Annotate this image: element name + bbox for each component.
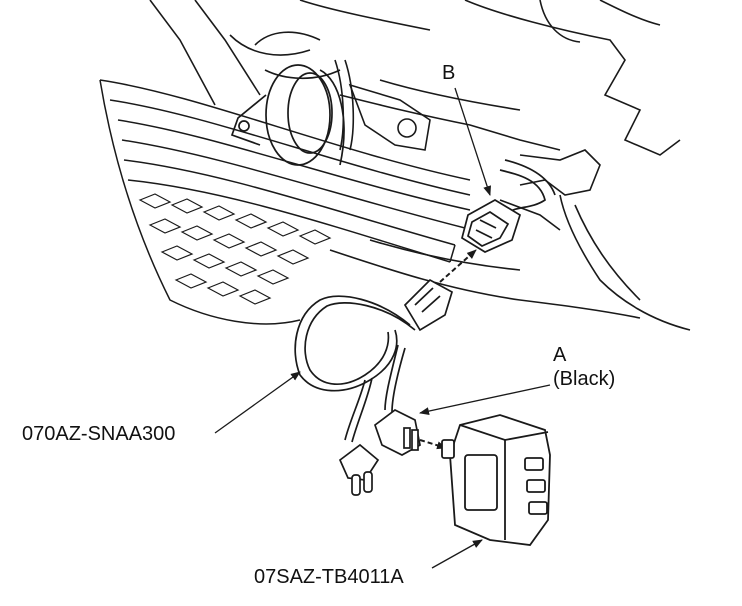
vehicle-body <box>149 0 691 331</box>
harness-plug <box>338 443 380 496</box>
connect-arrow-a <box>419 439 447 450</box>
wire-harness-coil <box>294 295 416 443</box>
label-control-unit-part-number: 07SAZ-TB4011A <box>254 566 404 588</box>
front-grille <box>99 79 471 325</box>
label-a-color-note: (Black) <box>553 368 616 390</box>
leader-lines <box>214 87 551 569</box>
harness-connector <box>403 278 454 332</box>
label-b: B <box>442 62 456 84</box>
label-harness-part-number: 070AZ-SNAA300 <box>22 423 176 445</box>
grille-mesh <box>138 193 332 305</box>
control-unit <box>441 414 551 546</box>
connector-b <box>461 159 556 253</box>
connector-a <box>373 409 421 456</box>
mounting-bracket <box>334 59 431 151</box>
label-a: A <box>553 344 567 366</box>
connect-arrow-b <box>439 249 477 283</box>
